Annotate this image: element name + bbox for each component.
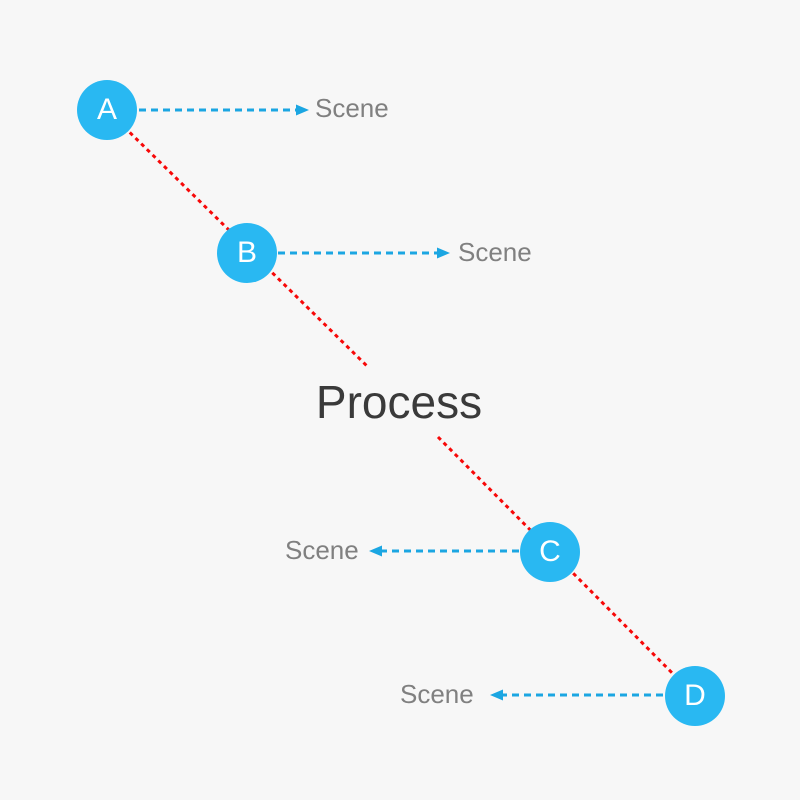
process-connector-lower-segment [436,435,697,698]
scene-label-b: Scene [458,236,532,267]
node-a: A [77,80,137,140]
node-c: C [520,522,580,582]
node-d-arrowhead-icon [490,689,503,701]
node-a-arrowhead-icon [296,104,309,116]
scene-label-c: Scene [285,534,359,565]
node-d: D [665,666,725,726]
node-b-arrowhead-icon [437,247,450,259]
node-c-arrowhead-icon [369,545,382,557]
process-title: Process [315,375,483,428]
scene-label-d: Scene [400,678,474,709]
scene-label-a: Scene [315,92,389,123]
node-b: B [217,223,277,283]
process-connector-upper-segment [105,108,370,369]
